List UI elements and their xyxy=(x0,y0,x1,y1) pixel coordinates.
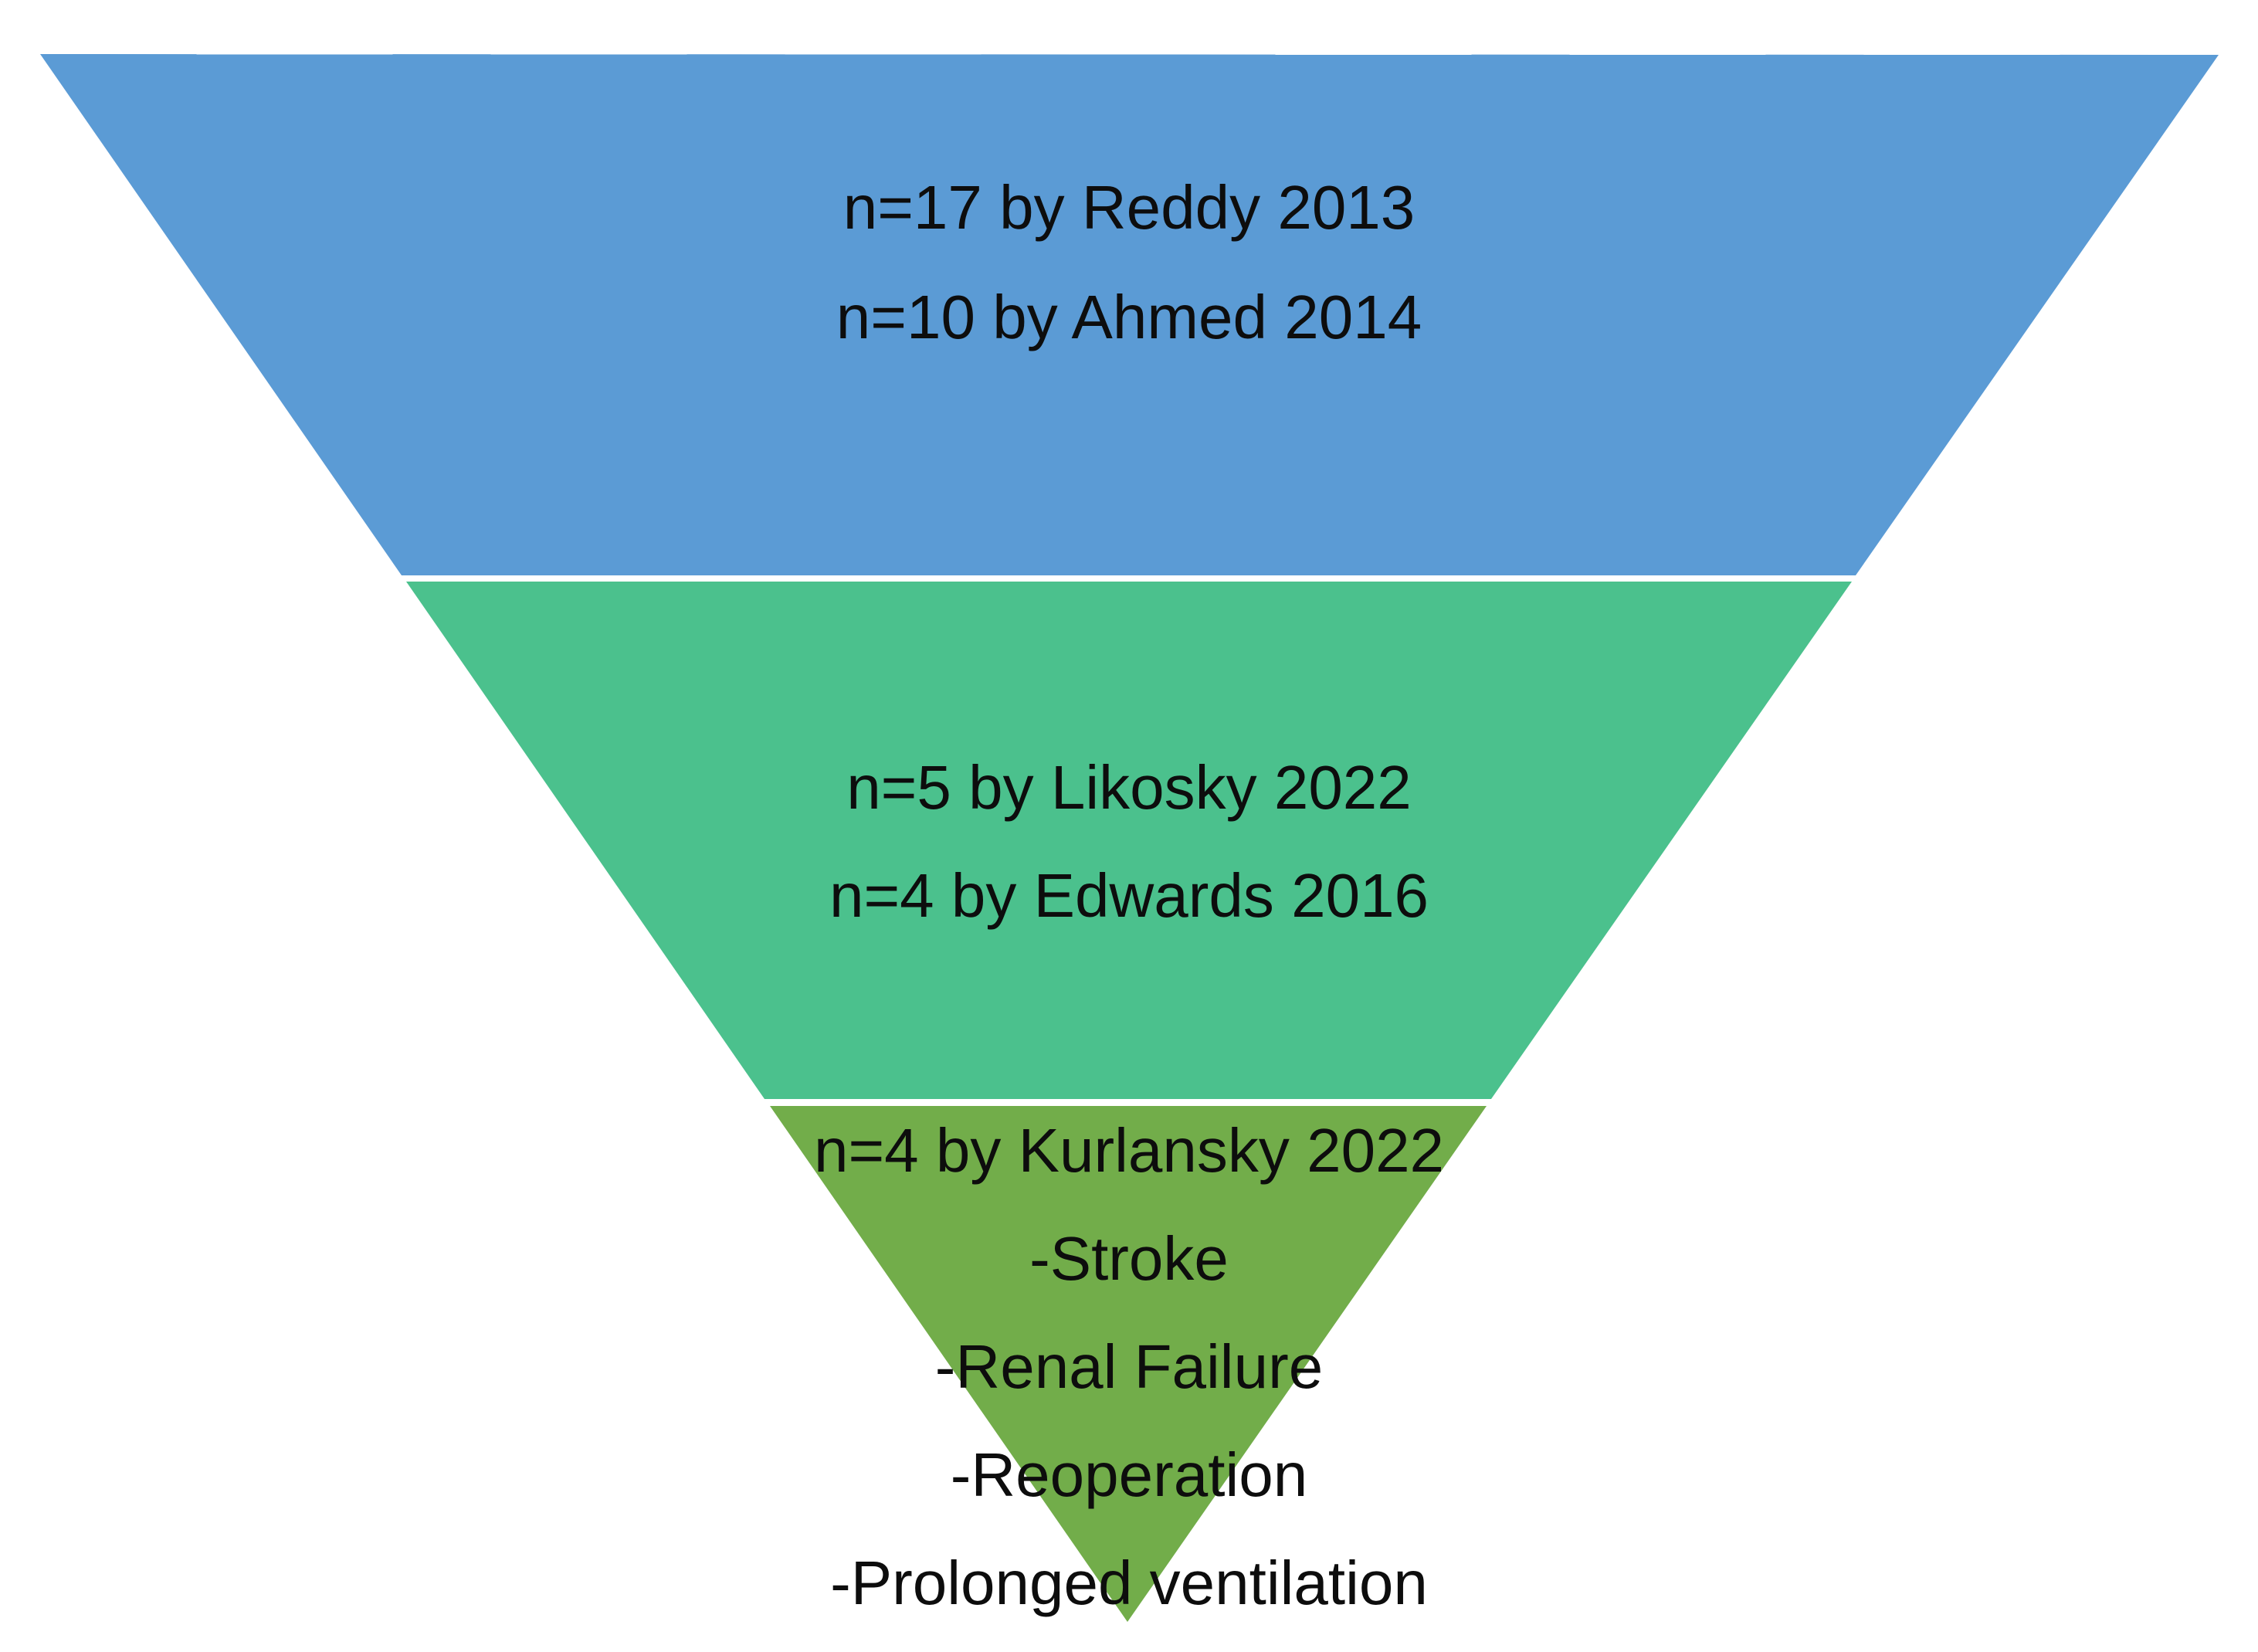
tier-bottom-line-4: -Reoperation xyxy=(950,1440,1308,1509)
tier-bottom-line-1: n=4 by Kurlansky 2022 xyxy=(813,1116,1445,1185)
tier-middle-line-1: n=5 by Likosky 2022 xyxy=(846,753,1412,822)
tier-top-line-2: n=10 by Ahmed 2014 xyxy=(836,283,1422,351)
tier-bottom-line-2: -Stroke xyxy=(1029,1224,1229,1293)
tier-top-line-1: n=17 by Reddy 2013 xyxy=(843,173,1415,242)
tier-middle-labels: n=5 by Likosky 2022 n=4 by Edwards 2016 xyxy=(0,734,2258,950)
tier-bottom-labels: n=4 by Kurlansky 2022 -Stroke -Renal Fai… xyxy=(0,1097,2258,1637)
tier-middle-line-2: n=4 by Edwards 2016 xyxy=(829,861,1429,930)
tier-top-labels: n=17 by Reddy 2013 n=10 by Ahmed 2014 xyxy=(0,153,2258,372)
tier-bottom-line-3: -Renal Failure xyxy=(934,1332,1324,1401)
tier-bottom-line-5: -Prolonged ventilation xyxy=(830,1549,1428,1617)
